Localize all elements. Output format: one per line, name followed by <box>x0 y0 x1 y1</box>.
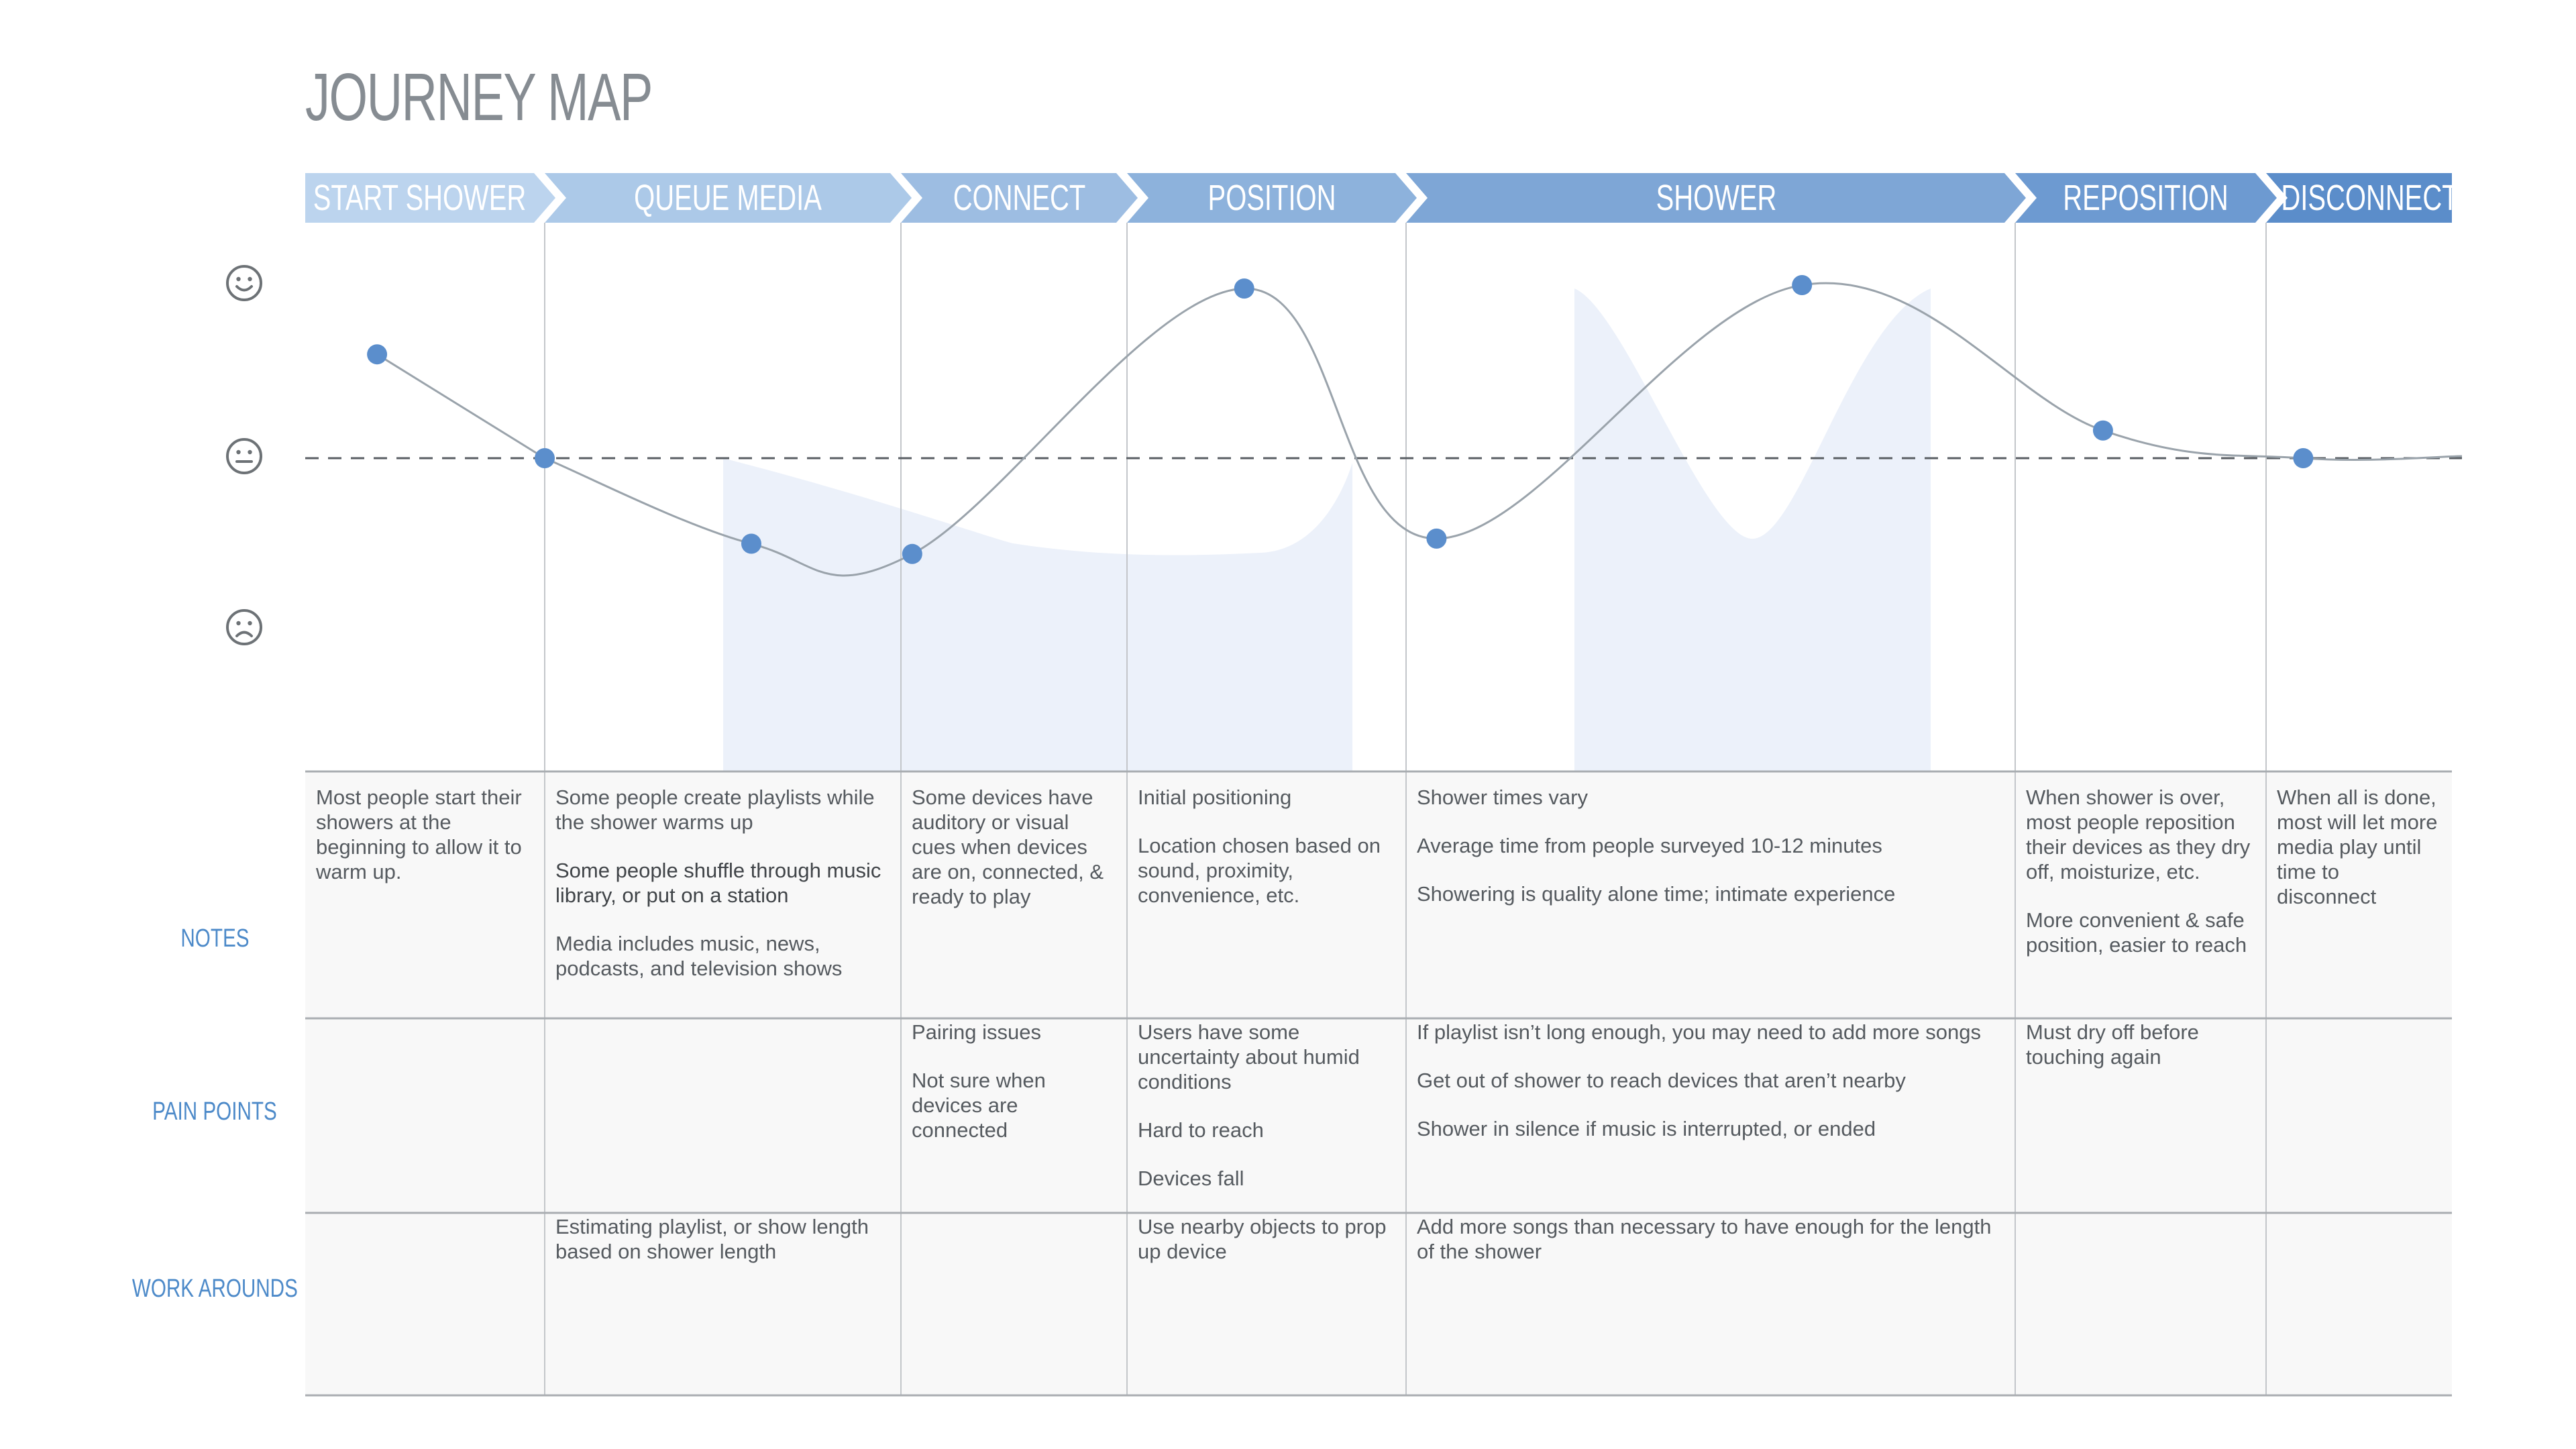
cell-text: Hard to reach <box>1138 1118 1264 1142</box>
shaded-area-2 <box>1574 288 1931 771</box>
cell-text: Average time from people surveyed 10-12 … <box>1417 834 1882 857</box>
stage-chevron-4 <box>1127 173 1417 223</box>
cell-text: When shower is over, most people reposit… <box>2026 786 2251 883</box>
emotion-point-6 <box>1426 528 1447 549</box>
cell-text: Must dry off before touching again <box>2026 1020 2199 1069</box>
cell-text: Most people start their showers at the b… <box>316 786 522 883</box>
cell-text: Some people shuffle through music librar… <box>555 859 881 907</box>
stage-chevron-2 <box>545 173 912 223</box>
row-label-notes: NOTES <box>180 924 250 953</box>
cell-text: Get out of shower to reach devices that … <box>1417 1069 1906 1092</box>
neutral-face-icon <box>226 438 262 474</box>
smiley-face-icon <box>226 265 262 301</box>
row-label-pain-points: PAIN POINTS <box>152 1097 277 1126</box>
cell-text: Some people create playlists while the s… <box>555 786 875 834</box>
cell-text: Estimating playlist, or show length base… <box>555 1215 869 1263</box>
cell-text: When all is done, most will let more med… <box>2277 786 2438 908</box>
cell-text: Shower in silence if music is interrupte… <box>1417 1117 1876 1140</box>
work-arounds-cell-2: Estimating playlist, or show length base… <box>555 1214 892 1287</box>
stage-chevron-5 <box>1406 173 2026 223</box>
pain-points-cell-5: If playlist isn’t long enough, you may n… <box>1417 1020 2006 1165</box>
cell-text: Devices fall <box>1138 1167 1244 1190</box>
cell-text: More convenient & safe position, easier … <box>2026 908 2247 957</box>
pain-points-cell-4: Users have some uncertainty about humid … <box>1138 1020 1397 1214</box>
cell-text: Use nearby objects to prop up device <box>1138 1215 1387 1263</box>
emotion-curve-line <box>376 282 2463 577</box>
page-title: JOURNEY MAP <box>305 60 653 135</box>
stage-chevron-3 <box>901 173 1138 223</box>
cell-text: If playlist isn’t long enough, you may n… <box>1417 1020 1981 1044</box>
pain-points-cell-6: Must dry off before touching again <box>2026 1020 2257 1093</box>
cell-text: Pairing issues <box>912 1020 1041 1044</box>
row-label-work-arounds: WORK AROUNDS <box>131 1275 298 1303</box>
emotion-point-2 <box>535 448 555 468</box>
emotion-point-5 <box>1234 278 1254 299</box>
work-arounds-cell-4: Use nearby objects to prop up device <box>1138 1214 1397 1287</box>
cell-text: Initial positioning <box>1138 786 1292 809</box>
notes-cell-6: When shower is over, most people reposit… <box>2026 785 2257 981</box>
notes-cell-7: When all is done, most will let more med… <box>2277 785 2443 932</box>
table-background <box>305 771 2452 1395</box>
notes-cell-1: Most people start their showers at the b… <box>316 785 535 908</box>
stage-chevron-1 <box>305 173 555 223</box>
cell-text: Users have some uncertainty about humid … <box>1138 1020 1360 1093</box>
emotion-point-8 <box>2092 420 2113 441</box>
notes-cell-3: Some devices have auditory or visual cue… <box>912 785 1118 932</box>
cell-text: Add more songs than necessary to have en… <box>1417 1215 1992 1263</box>
cell-text: Not sure when devices are connected <box>912 1069 1046 1142</box>
cell-text: Media includes music, news, podcasts, an… <box>555 932 843 980</box>
shaded-area-1 <box>723 458 1352 771</box>
cell-text: Some devices have auditory or visual cue… <box>912 786 1104 908</box>
stage-chevron-7 <box>2266 173 2452 223</box>
cell-text: Location chosen based on sound, proximit… <box>1138 834 1381 907</box>
emotion-point-3 <box>741 533 761 554</box>
emotion-point-9 <box>2293 448 2314 468</box>
work-arounds-cell-5: Add more songs than necessary to have en… <box>1417 1214 2006 1287</box>
emotion-point-7 <box>1792 275 1813 295</box>
cell-text: Showering is quality alone time; intimat… <box>1417 882 1896 906</box>
sad-face-icon <box>226 609 262 645</box>
stage-chevron-6 <box>2015 173 2277 223</box>
cell-text: Shower times vary <box>1417 786 1588 809</box>
emotion-point-1 <box>367 344 388 365</box>
notes-cell-2: Some people create playlists while the s… <box>555 785 892 1004</box>
emotion-point-4 <box>902 543 922 564</box>
